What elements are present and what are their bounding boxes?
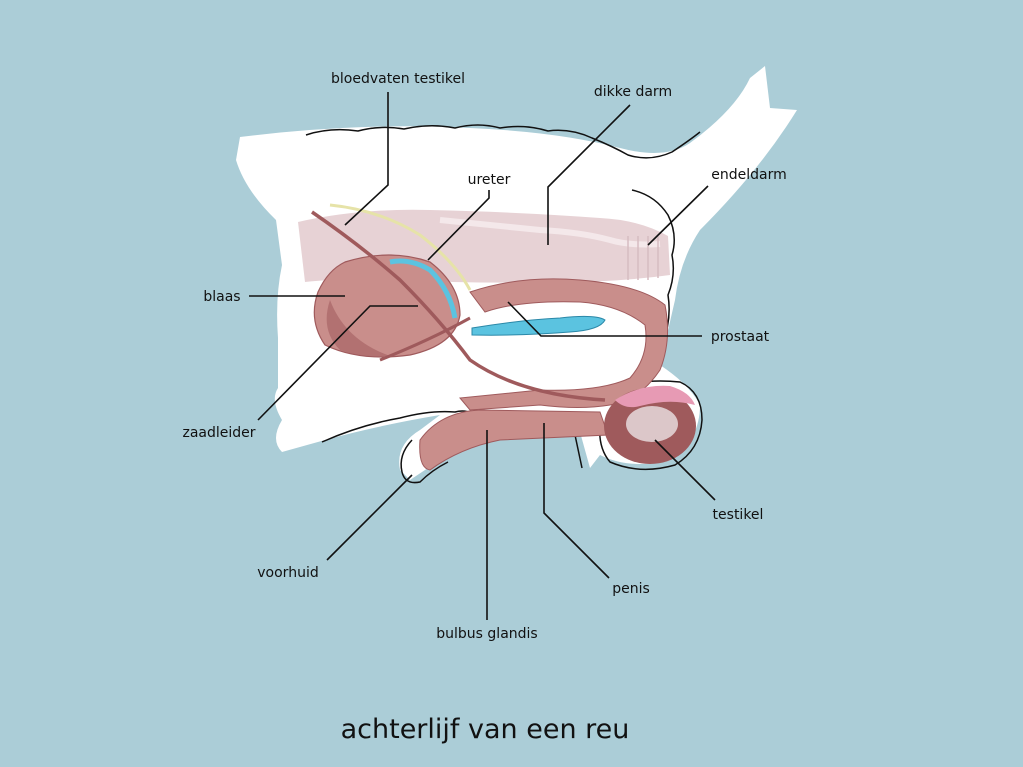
diagram-title: achterlijf van een reu: [341, 714, 630, 745]
testis-cap: [615, 385, 695, 408]
label-bloedvaten-testikel: bloedvaten testikel: [331, 71, 465, 87]
prepuce-outline: [400, 439, 449, 484]
leader-testikel: [654, 439, 716, 501]
rectum-folds: [627, 236, 659, 280]
leader-penis: [543, 423, 610, 579]
scrotum-outline: [598, 380, 703, 471]
label-ureter: ureter: [468, 172, 511, 188]
label-endeldarm: endeldarm: [711, 167, 787, 183]
vas-deferens-line-2: [379, 316, 471, 362]
penis-shape: [419, 409, 609, 471]
label-bulbus-glandis: bulbus glandis: [436, 626, 537, 642]
prostate-duct: [471, 315, 606, 336]
leader-zaadleider: [257, 305, 418, 421]
leader-dikke-darm: [547, 104, 631, 245]
leader-voorhuid: [326, 474, 413, 561]
leader-prostaat: [507, 301, 702, 337]
bladder-shade: [326, 300, 390, 357]
urethra-shape: [459, 278, 669, 411]
leader-ureter: [427, 190, 490, 261]
label-testikel: testikel: [713, 507, 764, 523]
tail-fur-outline: [631, 189, 675, 346]
vessel-line: [329, 203, 472, 291]
testis-highlight: [626, 406, 678, 442]
leader-bloedvaten-testikel: [344, 92, 389, 226]
ureter-line: [389, 258, 458, 319]
label-prostaat: prostaat: [711, 329, 770, 345]
vas-deferens-line: [311, 210, 606, 402]
label-blaas: blaas: [203, 289, 240, 305]
sheath-bottom-outline: [574, 434, 583, 469]
label-zaadleider: zaadleider: [182, 425, 255, 441]
back-fur-outline: [305, 124, 701, 159]
label-voorhuid: voorhuid: [257, 565, 318, 581]
label-penis: penis: [612, 581, 650, 597]
label-dikke-darm: dikke darm: [594, 84, 672, 100]
leader-endeldarm: [647, 185, 709, 246]
